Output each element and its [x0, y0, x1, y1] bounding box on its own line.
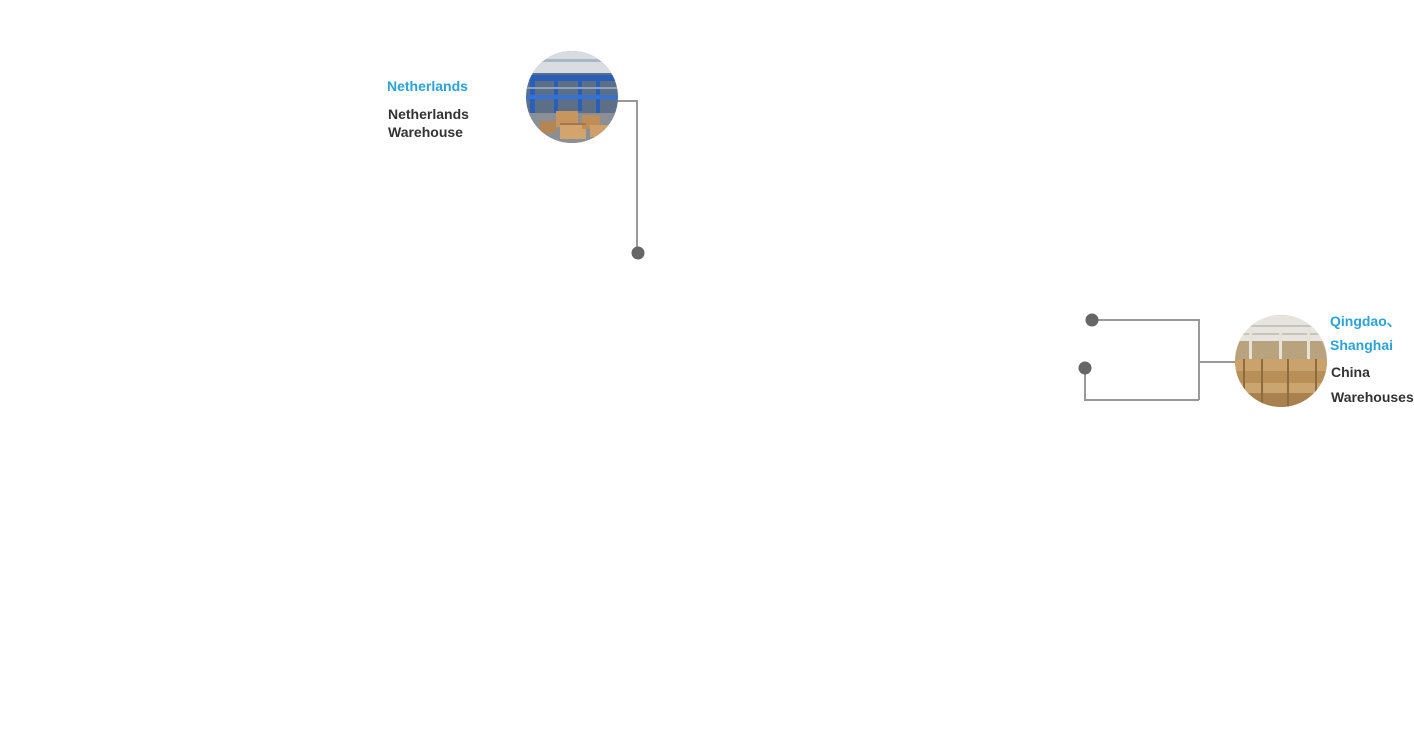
warehouse-label-line: China	[1331, 364, 1370, 380]
china-location-label: Qingdao、 Shanghai	[1330, 309, 1414, 357]
china-warehouse-photo	[1235, 315, 1327, 407]
netherlands-location-label: Netherlands	[387, 78, 468, 94]
warehouse-label-line: Netherlands	[388, 106, 469, 122]
location-label-line: Qingdao、	[1330, 313, 1401, 329]
netherlands-warehouse-photo	[526, 51, 618, 143]
warehouse-label-line: Warehouse	[388, 124, 463, 140]
china-endpoint-dot-upper	[1085, 313, 1099, 327]
china-connector-upper	[1092, 319, 1200, 400]
netherlands-connector-line	[606, 100, 638, 253]
china-connector-lower	[1084, 368, 1199, 401]
netherlands-warehouse-label: Netherlands Warehouse	[388, 105, 508, 141]
netherlands-endpoint-dot	[631, 246, 645, 260]
warehouse-label-line: Warehouses	[1331, 389, 1414, 405]
china-warehouse-label: China Warehouses	[1331, 360, 1414, 410]
location-label-line: Shanghai	[1330, 337, 1394, 353]
china-endpoint-dot-lower	[1078, 361, 1092, 375]
